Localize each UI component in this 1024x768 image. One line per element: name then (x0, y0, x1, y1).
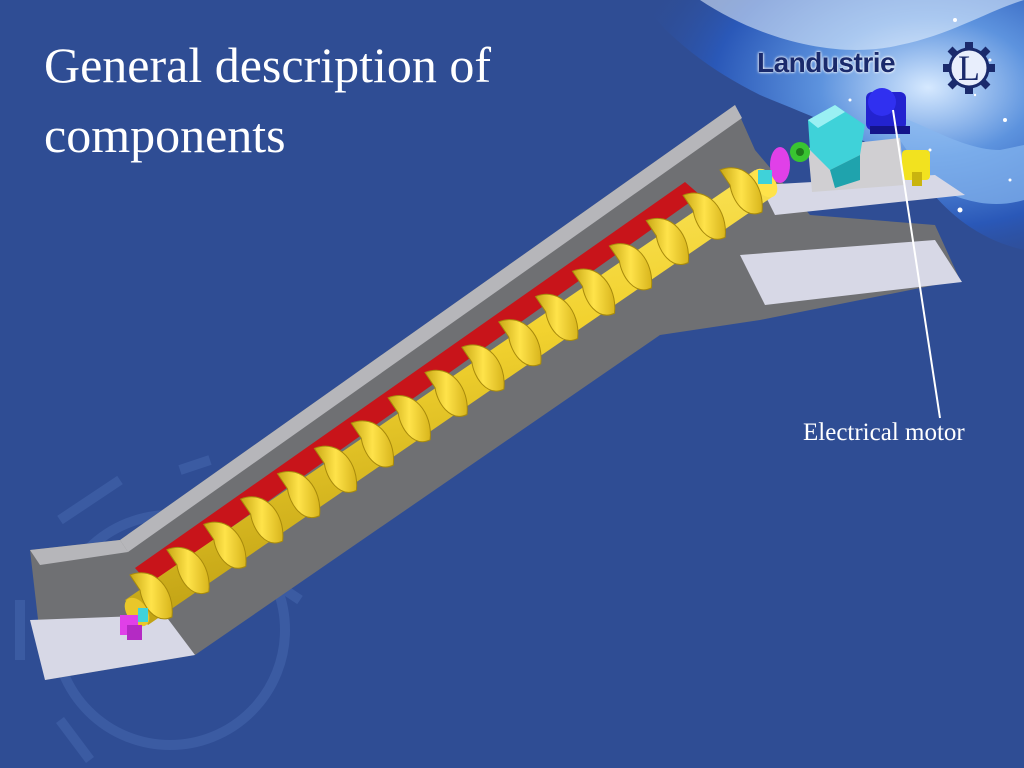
screw-flight (166, 547, 210, 594)
screw-flight (461, 344, 505, 392)
electrical-motor (866, 88, 910, 134)
callout-line (892, 109, 941, 419)
screw-flight (202, 521, 247, 569)
screw-flight (276, 471, 321, 519)
screw-flight (645, 218, 689, 265)
screw-flights (129, 167, 763, 620)
screw-flight (534, 293, 579, 341)
screw-flight (608, 243, 653, 291)
logo-brand-text: Landustrie (757, 47, 896, 78)
slide-title-line2: components (44, 107, 286, 163)
slide-title: General description of components (44, 30, 684, 170)
trough-liner (135, 182, 700, 585)
gearbox (808, 105, 865, 188)
upper-bearing (758, 147, 790, 184)
slide-title-line1: General description of (44, 37, 492, 93)
screw-flight (424, 369, 468, 417)
coupling (790, 142, 810, 162)
screw-flight (350, 420, 394, 468)
screw-flight (682, 192, 726, 240)
screw-flight (571, 268, 616, 316)
lower-bearing (120, 608, 148, 640)
screw-flight (239, 496, 284, 544)
screw-flight (129, 572, 173, 620)
callout-label-electrical-motor: Electrical motor (803, 419, 965, 446)
screw-flight (387, 395, 431, 443)
screw-flight (719, 167, 763, 215)
screw-flight (497, 319, 542, 367)
screw-flight (313, 445, 358, 493)
control-box (902, 150, 930, 186)
landustrie-gear-logo-icon (943, 42, 995, 94)
logo-mark-letter: L (958, 48, 980, 88)
